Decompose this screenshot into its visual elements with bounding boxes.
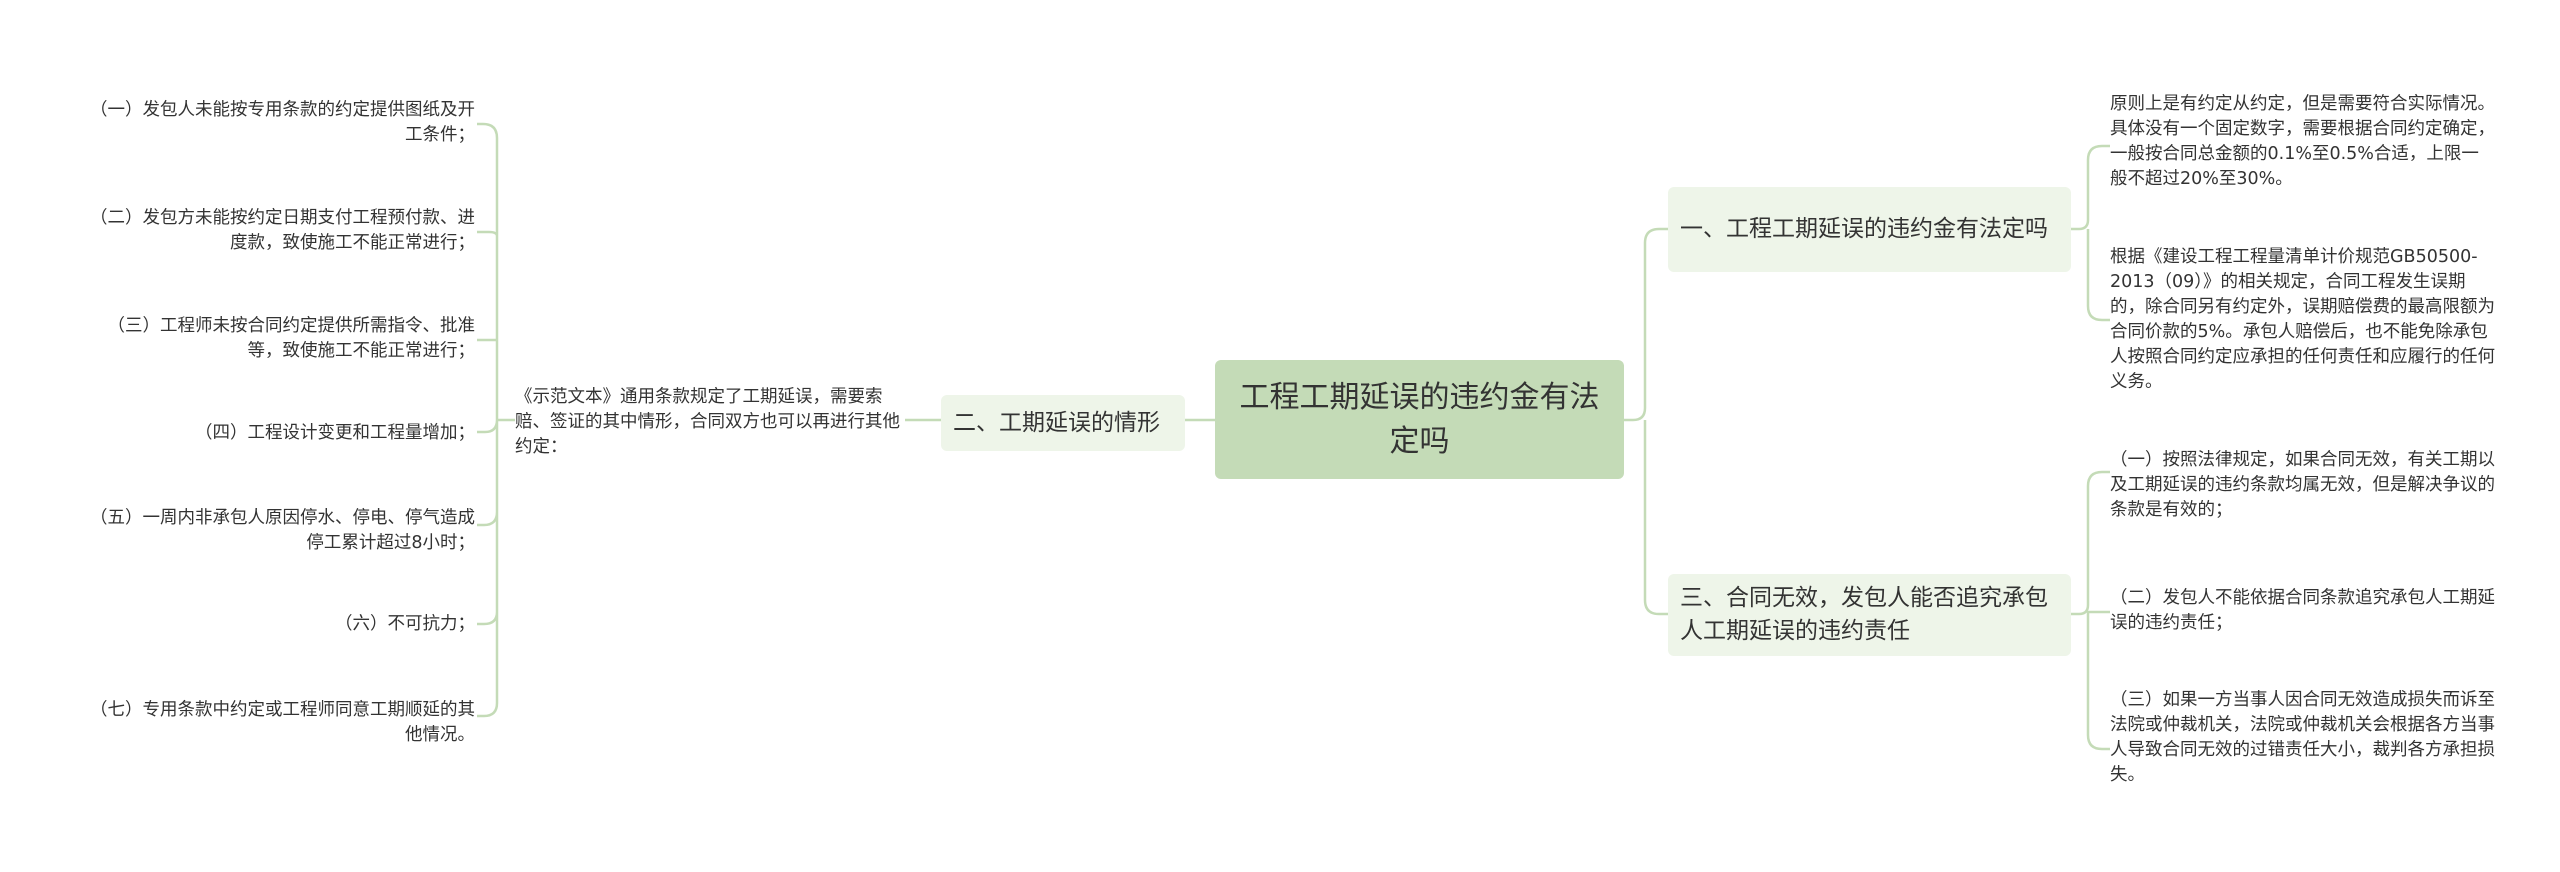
b2-leaf-3-text: （三）工程师未按合同约定提供所需指令、批准等，致使施工不能正常进行； xyxy=(107,316,476,361)
b3-leaf-1: （一）按照法律规定，如果合同无效，有关工期以及工期延误的违约条款均属无效，但是解… xyxy=(2110,448,2495,523)
branch-b1-text: 一、工程工期延误的违约金有法定吗 xyxy=(1680,216,2048,242)
b2-leaf-6-text: （六）不可抗力； xyxy=(335,614,475,634)
b2-leaf-4: （四）工程设计变更和工程量增加； xyxy=(85,421,475,446)
connector-mid-leaves xyxy=(477,122,515,718)
connector-b1-leaves xyxy=(2071,144,2110,322)
connector-b3-leaves xyxy=(2071,470,2110,751)
branch-b1[interactable]: 一、工程工期延误的违约金有法定吗 xyxy=(1668,187,2071,272)
branch-b3-text: 三、合同无效，发包人能否追究承包人工期延误的违约责任 xyxy=(1680,585,2048,644)
b2-leaf-2: （二）发包方未能按约定日期支付工程预付款、进度款，致使施工不能正常进行； xyxy=(85,206,475,256)
branch-b2-text: 二、工期延误的情形 xyxy=(953,409,1160,436)
b2-leaf-5: （五）一周内非承包人原因停水、停电、停气造成停工累计超过8小时； xyxy=(85,506,475,556)
b2-leaf-6: （六）不可抗力； xyxy=(85,612,475,637)
b1-leaf-1: 原则上是有约定从约定，但是需要符合实际情况。具体没有一个固定数字，需要根据合同约… xyxy=(2110,92,2495,192)
b2-leaf-7-text: （七）专用条款中约定或工程师同意工期顺延的其他情况。 xyxy=(90,700,475,745)
b2-leaf-2-text: （二）发包方未能按约定日期支付工程预付款、进度款，致使施工不能正常进行； xyxy=(90,208,475,253)
b3-leaf-2-text: （二）发包人不能依据合同条款追究承包人工期延误的违约责任； xyxy=(2110,588,2495,633)
b3-leaf-3-text: （三）如果一方当事人因合同无效造成损失而诉至法院或仲裁机关，法院或仲裁机关会根据… xyxy=(2110,690,2495,785)
b2-leaf-1-text: （一）发包人未能按专用条款的约定提供图纸及开工条件； xyxy=(90,100,475,145)
b1-leaf-1-text: 原则上是有约定从约定，但是需要符合实际情况。具体没有一个固定数字，需要根据合同约… xyxy=(2110,94,2495,189)
b2-leaf-5-text: （五）一周内非承包人原因停水、停电、停气造成停工累计超过8小时； xyxy=(90,508,475,553)
b2-leaf-3: （三）工程师未按合同约定提供所需指令、批准等，致使施工不能正常进行； xyxy=(85,314,476,364)
b2-mid-text-content: 《示范文本》通用条款规定了工期延误，需要索赔、签证的其中情形，合同双方也可以再进… xyxy=(515,387,900,457)
b3-leaf-2: （二）发包人不能依据合同条款追究承包人工期延误的违约责任； xyxy=(2110,586,2495,636)
connector-root-b3 xyxy=(1643,420,1668,616)
b1-leaf-2-text: 根据《建设工程工程量清单计价规范GB50500-2013（09）》的相关规定，合… xyxy=(2110,247,2495,392)
b2-mid-text: 《示范文本》通用条款规定了工期延误，需要索赔、签证的其中情形，合同双方也可以再进… xyxy=(515,385,905,460)
b1-leaf-2: 根据《建设工程工程量清单计价规范GB50500-2013（09）》的相关规定，合… xyxy=(2110,245,2495,395)
b2-leaf-4-text: （四）工程设计变更和工程量增加； xyxy=(195,423,475,443)
b3-leaf-1-text: （一）按照法律规定，如果合同无效，有关工期以及工期延误的违约条款均属无效，但是解… xyxy=(2110,450,2495,520)
b2-leaf-1: （一）发包人未能按专用条款的约定提供图纸及开工条件； xyxy=(85,98,475,148)
b2-leaf-7: （七）专用条款中约定或工程师同意工期顺延的其他情况。 xyxy=(85,698,475,748)
connector-root-b1 xyxy=(1624,227,1668,422)
root-topic[interactable]: 工程工期延误的违约金有法定吗 xyxy=(1215,360,1624,479)
branch-b2[interactable]: 二、工期延误的情形 xyxy=(941,395,1185,451)
b3-leaf-3: （三）如果一方当事人因合同无效造成损失而诉至法院或仲裁机关，法院或仲裁机关会根据… xyxy=(2110,688,2495,788)
root-topic-text: 工程工期延误的违约金有法定吗 xyxy=(1239,379,1600,459)
branch-b3[interactable]: 三、合同无效，发包人能否追究承包人工期延误的违约责任 xyxy=(1668,574,2071,656)
